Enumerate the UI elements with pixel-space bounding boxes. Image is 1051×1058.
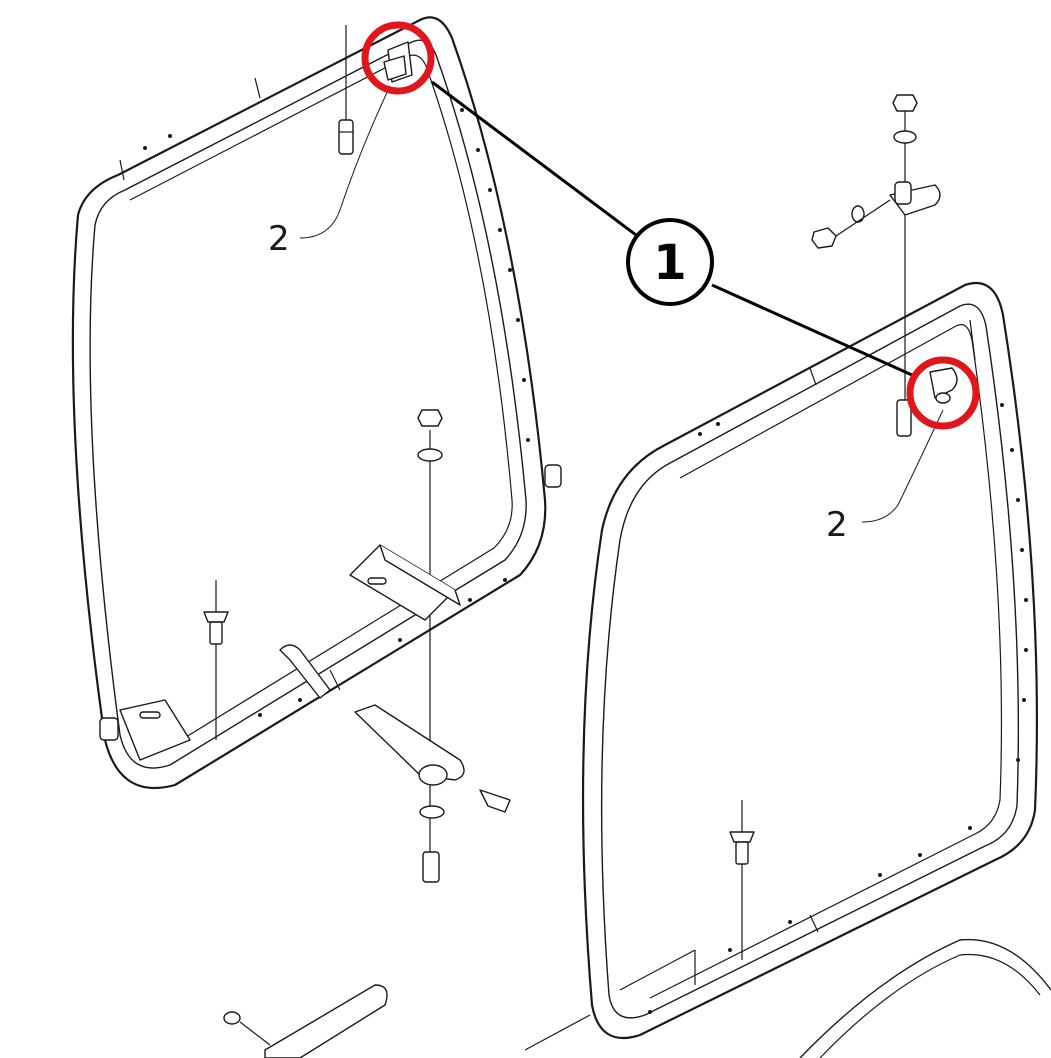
callout-line-to-left-hinge <box>431 80 641 240</box>
leader-right-2 <box>861 409 944 523</box>
highlight-circle-left-hinge <box>361 21 435 95</box>
right-door-frame <box>581 281 1039 1040</box>
bottom-partial-parts <box>223 938 1051 1058</box>
callout-number: 1 <box>653 235 686 291</box>
callout-bubble: 1 <box>626 218 714 306</box>
left-door-frame <box>71 16 562 790</box>
callout-line-to-right-hinge <box>711 283 913 377</box>
left-bottom-rivet <box>99 580 229 761</box>
leader-left-2 <box>299 85 391 239</box>
right-hinge-stack <box>811 94 958 437</box>
right-bottom-rivet <box>619 800 755 991</box>
left-hinge-stack <box>279 409 511 883</box>
part-label-left-2: 2 <box>268 219 290 259</box>
highlight-circle-right-hinge <box>906 356 980 430</box>
left-top-hinge-pin <box>338 25 413 155</box>
part-label-right-2: 2 <box>826 505 848 545</box>
